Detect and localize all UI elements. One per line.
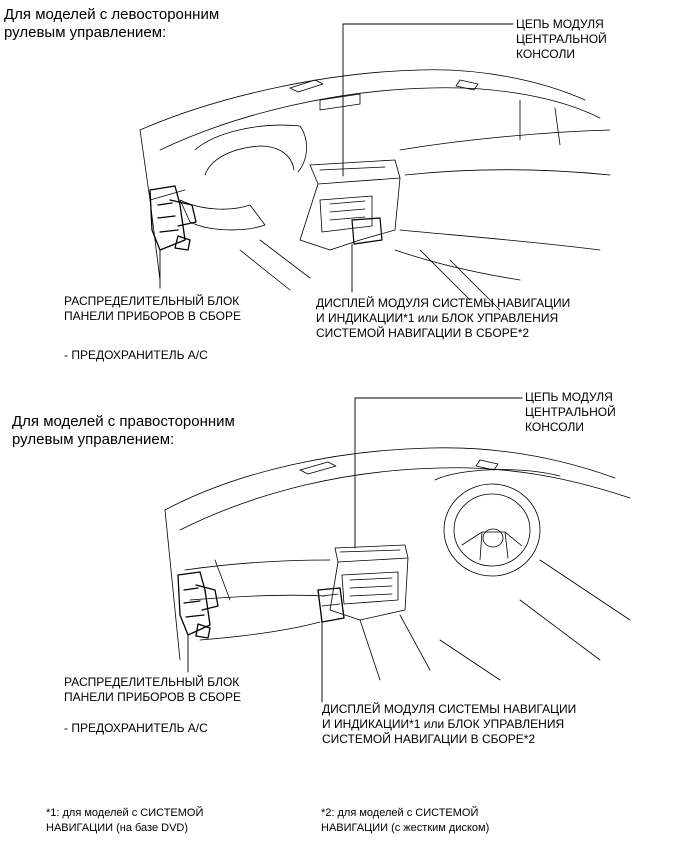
- rhd-display-line-2: И ИНДИКАЦИИ*1 или БЛОК УПРАВЛЕНИЯ: [322, 717, 565, 731]
- rhd-console-line-2: ЦЕНТРАЛЬНОЙ: [525, 405, 616, 419]
- rhd-console-line-1: ЦЕПЬ МОДУЛЯ: [525, 390, 613, 404]
- footnote-1: *1: для моделей с СИСТЕМОЙ НАВИГАЦИИ (на…: [46, 806, 203, 836]
- lhd-junction-line-2: ПАНЕЛИ ПРИБОРОВ В СБОРЕ: [64, 309, 241, 323]
- rhd-junction-line-1: РАСПРЕДЕЛИТЕЛЬНЫЙ БЛОК: [64, 675, 240, 689]
- lhd-console-line-3: КОНСОЛИ: [516, 47, 575, 61]
- rhd-heading-line-2: рулевым управлением:: [12, 431, 175, 448]
- rhd-display-callout: ДИСПЛЕЙ МОДУЛЯ СИСТЕМЫ НАВИГАЦИИ И ИНДИК…: [322, 702, 576, 747]
- lhd-display-line-2: И ИНДИКАЦИИ*1 или БЛОК УПРАВЛЕНИЯ: [316, 311, 559, 325]
- rhd-junction-line-2: ПАНЕЛИ ПРИБОРОВ В СБОРЕ: [64, 690, 241, 704]
- lhd-junction-callout: РАСПРЕДЕЛИТЕЛЬНЫЙ БЛОК ПАНЕЛИ ПРИБОРОВ В…: [64, 294, 241, 324]
- lhd-heading-line-1: Для моделей с левосторонним: [4, 6, 220, 23]
- lhd-dashboard-illustration: [139, 69, 611, 311]
- lhd-heading-line-2: рулевым управлением:: [4, 24, 167, 41]
- lhd-display-line-3: СИСТЕМОЙ НАВИГАЦИИ В СБОРЕ*2: [316, 326, 530, 340]
- leader-console-2: [354, 397, 523, 549]
- footnote-1-line-2: НАВИГАЦИИ (на базе DVD): [46, 822, 189, 834]
- rhd-heading: Для моделей с правосторонним рулевым упр…: [12, 413, 235, 449]
- footnote-1-line-1: *1: для моделей с СИСТЕМОЙ: [46, 807, 204, 819]
- lhd-leader-lines: [159, 23, 514, 293]
- rhd-heading-line-1: Для моделей с правосторонним: [12, 413, 235, 430]
- rhd-fuse-note: - ПРЕДОХРАНИТЕЛЬ A/C: [64, 721, 208, 735]
- lhd-console-line-2: ЦЕНТРАЛЬНОЙ: [516, 32, 607, 46]
- lhd-display-line-1: ДИСПЛЕЙ МОДУЛЯ СИСТЕМЫ НАВИГАЦИИ: [316, 296, 571, 310]
- rhd-display-line-1: ДИСПЛЕЙ МОДУЛЯ СИСТЕМЫ НАВИГАЦИИ: [322, 702, 577, 716]
- footnote-2: *2: для моделей с СИСТЕМОЙ НАВИГАЦИИ (с …: [321, 806, 489, 836]
- rhd-leader-lines: [187, 397, 523, 703]
- lhd-junction-line-1: РАСПРЕДЕЛИТЕЛЬНЫЙ БЛОК: [64, 294, 240, 308]
- rhd-junction-callout: РАСПРЕДЕЛИТЕЛЬНЫЙ БЛОК ПАНЕЛИ ПРИБОРОВ В…: [64, 675, 241, 705]
- leader-console-1: [342, 23, 514, 177]
- footnote-2-line-1: *2: для моделей с СИСТЕМОЙ: [321, 807, 479, 819]
- footnote-2-line-2: НАВИГАЦИИ (с жестким диском): [321, 822, 490, 834]
- rhd-dashboard-illustration: [164, 447, 631, 681]
- lhd-display-callout: ДИСПЛЕЙ МОДУЛЯ СИСТЕМЫ НАВИГАЦИИ И ИНДИК…: [316, 296, 570, 341]
- rhd-console-line-3: КОНСОЛИ: [525, 420, 584, 434]
- lhd-console-callout: ЦЕПЬ МОДУЛЯ ЦЕНТРАЛЬНОЙ КОНСОЛИ: [516, 17, 607, 62]
- rhd-display-line-3: СИСТЕМОЙ НАВИГАЦИИ В СБОРЕ*2: [322, 732, 536, 746]
- lhd-fuse-note: - ПРЕДОХРАНИТЕЛЬ A/C: [64, 348, 208, 362]
- lhd-heading: Для моделей с левосторонним рулевым упра…: [4, 6, 219, 42]
- rhd-console-callout: ЦЕПЬ МОДУЛЯ ЦЕНТРАЛЬНОЙ КОНСОЛИ: [525, 390, 616, 435]
- lhd-console-line-1: ЦЕПЬ МОДУЛЯ: [516, 17, 604, 31]
